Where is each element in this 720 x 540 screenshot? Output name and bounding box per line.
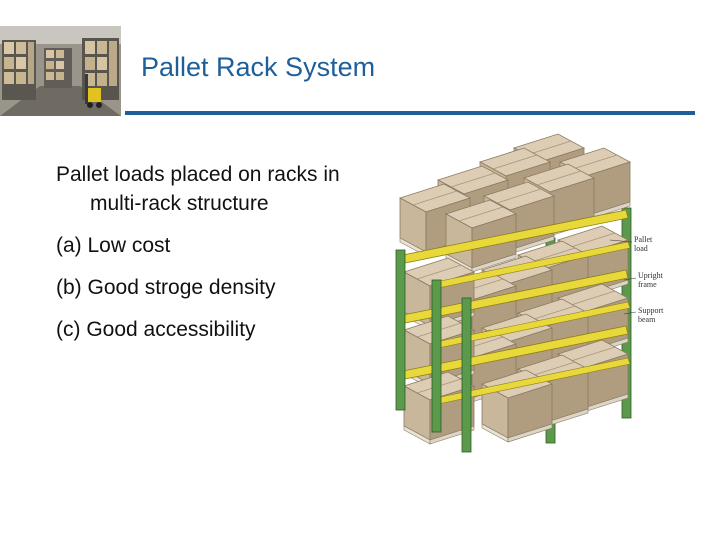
pallet-load-label: Pallet <box>634 235 653 244</box>
support-beam-label: Support <box>638 306 664 315</box>
slide-title: Pallet Rack System <box>141 52 376 82</box>
bullet-item: Pallet loads placed on racks in multi-ra… <box>56 163 340 215</box>
support-beam-label: beam <box>638 315 656 324</box>
upright-frame-label: Upright <box>638 271 664 280</box>
bullet-item: (c) Good accessibility <box>56 318 256 341</box>
warehouse-photo-thumbnail <box>0 26 121 116</box>
bullet-list: Pallet loads placed on racks in multi-ra… <box>56 160 376 357</box>
pallet-rack-diagram: Pallet load Upright frame Support beam <box>388 130 668 460</box>
warehouse-photo-icon <box>0 26 121 116</box>
title-underline <box>125 111 695 115</box>
pallet-load-label: load <box>634 244 648 253</box>
bullet-item: (a) Low cost <box>56 234 171 257</box>
bullet-item: (b) Good stroge density <box>56 276 276 299</box>
upright-frame-label: frame <box>638 280 657 289</box>
